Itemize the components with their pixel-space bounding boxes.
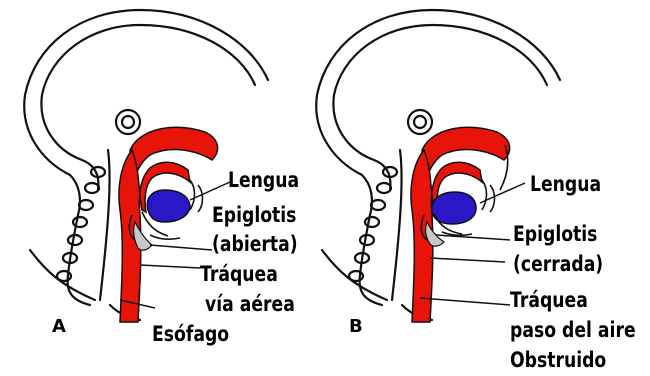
panel-a-palate bbox=[130, 127, 218, 185]
panel-a-inner-skull bbox=[41, 25, 255, 190]
panel-a-label-epiglottis-line1: Epiglotis bbox=[212, 203, 296, 227]
panel-b-inner-skull bbox=[333, 25, 547, 190]
panel-b-label-trachea-line2: paso del aire bbox=[510, 318, 636, 342]
panel-a-spine bbox=[57, 167, 105, 281]
panel-a-airway bbox=[119, 150, 190, 322]
panel-b-label-epiglottis-line1: Epiglotis bbox=[513, 222, 597, 246]
panel-b-letter: B bbox=[349, 316, 363, 337]
panel-a-label-epiglottis-line2: (abierta) bbox=[212, 232, 298, 256]
panel-b-label-epiglottis-line2: (cerrada) bbox=[513, 252, 603, 276]
panel-a-letter: A bbox=[52, 316, 66, 337]
panel-b-spine bbox=[349, 167, 397, 281]
panel-a-label-esophagus: Esófago bbox=[152, 322, 229, 346]
panel-b-label-trachea-line1: Tráquea bbox=[510, 288, 588, 312]
panel-a-label-tongue: Lengua bbox=[228, 168, 299, 192]
panel-a-label-trachea-line1: Tráquea bbox=[200, 262, 278, 286]
panel-a-tongue bbox=[147, 190, 190, 222]
panel-a-label-trachea-line2: vía aérea bbox=[205, 292, 295, 316]
panel-b-label-trachea-line3: Obstruido bbox=[510, 348, 606, 372]
panel-b-palate bbox=[422, 127, 510, 185]
panel-a-ear bbox=[116, 110, 140, 134]
panel-b-tongue bbox=[432, 192, 476, 224]
panel-b-label-tongue: Lengua bbox=[530, 172, 601, 196]
panel-b-ear bbox=[408, 110, 432, 134]
